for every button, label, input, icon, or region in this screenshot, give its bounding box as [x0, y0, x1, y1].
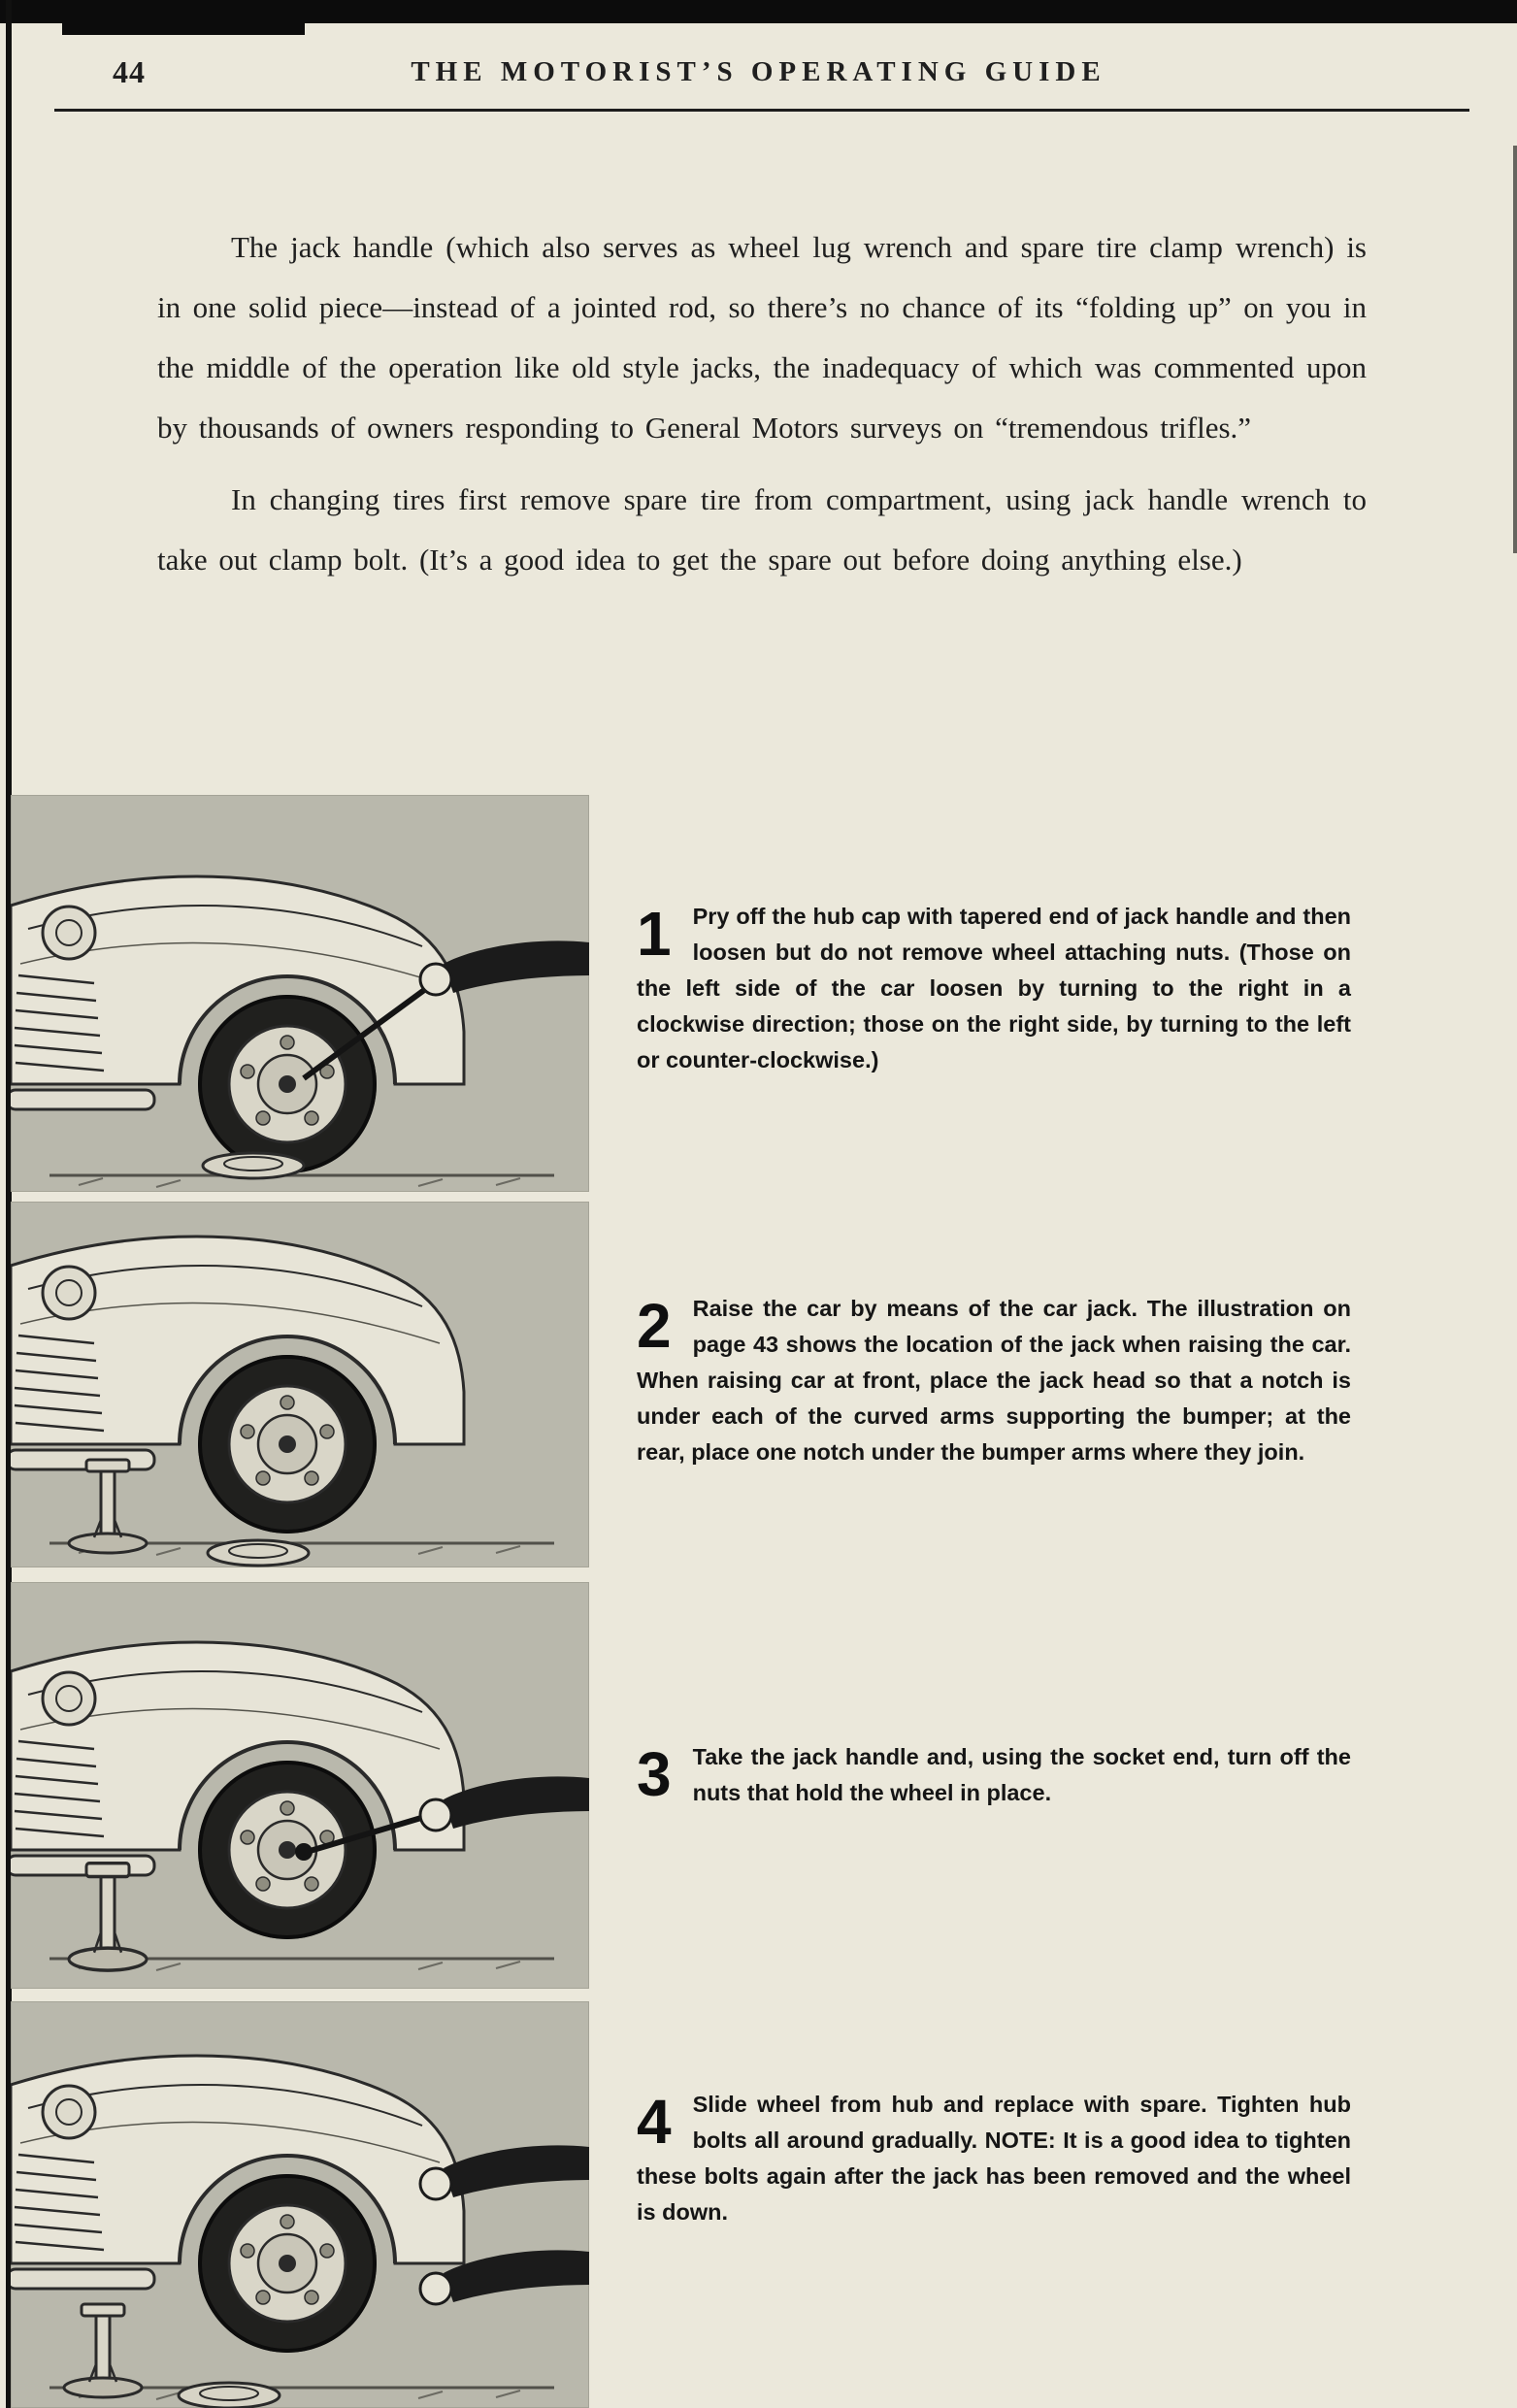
step-4: 4 Slide wheel from hub and replace with …	[637, 2087, 1351, 2230]
step-2: 2 Raise the car by means of the car jack…	[637, 1291, 1351, 1470]
car-front-sketch	[11, 1235, 466, 1535]
raise-car-sketch	[11, 1235, 556, 1567]
step-1-number: 1	[637, 899, 672, 969]
paragraph-changing-tires: In changing tires first remove spare tir…	[157, 482, 1367, 577]
car-front-sketch	[11, 1640, 466, 1941]
page-title: THE MOTORIST’S OPERATING GUIDE	[411, 56, 1106, 87]
illustration-pry-hubcap	[11, 795, 589, 1192]
page-right-edge	[1513, 146, 1517, 553]
socket-wrench-sketch	[306, 1812, 432, 1855]
step-1-text: Pry off the hub cap with tapered end of …	[637, 904, 1351, 1072]
illustration-raise-car-jack	[11, 1202, 589, 1567]
socket-end-sketch	[295, 1843, 313, 1861]
step-4-number: 4	[637, 2087, 672, 2157]
illustration-replace-wheel	[11, 2001, 589, 2408]
jack-handle-sketch	[302, 982, 433, 1081]
hubcap-on-ground-sketch	[206, 1538, 311, 1567]
hubcap-on-ground-sketch	[201, 1151, 306, 1180]
car-jack-sketch	[67, 1861, 148, 1972]
illustration-remove-wheel-nuts	[11, 1582, 589, 1989]
step-3-text: Take the jack handle and, using the sock…	[692, 1744, 1351, 1805]
header-rule	[54, 109, 1469, 112]
page-number: 44	[113, 54, 146, 89]
page-top-edge-notch	[62, 0, 305, 35]
car-jack-sketch	[62, 2302, 144, 2399]
step-3: 3 Take the jack handle and, using the so…	[637, 1739, 1351, 1811]
car-jack-sketch	[67, 1458, 148, 1555]
hand-arm-sketch	[418, 939, 589, 997]
step-1: 1 Pry off the hub cap with tapered end o…	[637, 899, 1351, 1078]
car-front-sketch	[11, 2054, 466, 2355]
page-left-edge	[6, 0, 12, 2408]
ground-sketch	[48, 1173, 556, 1189]
body-copy: The jack handle (which also serves as wh…	[157, 217, 1367, 590]
step-2-number: 2	[637, 1291, 672, 1361]
step-4-text: Slide wheel from hub and replace with sp…	[637, 2092, 1351, 2225]
car-front-sketch	[11, 874, 466, 1175]
pry-hubcap-sketch	[11, 874, 589, 1189]
hubcap-on-ground-sketch	[177, 2381, 281, 2408]
replace-wheel-sketch	[11, 2054, 589, 2408]
paragraph-jack-handle: The jack handle (which also serves as wh…	[157, 230, 1367, 445]
remove-nuts-sketch	[11, 1640, 589, 1972]
step-2-text: Raise the car by means of the car jack. …	[637, 1296, 1351, 1465]
step-3-number: 3	[637, 1739, 672, 1809]
